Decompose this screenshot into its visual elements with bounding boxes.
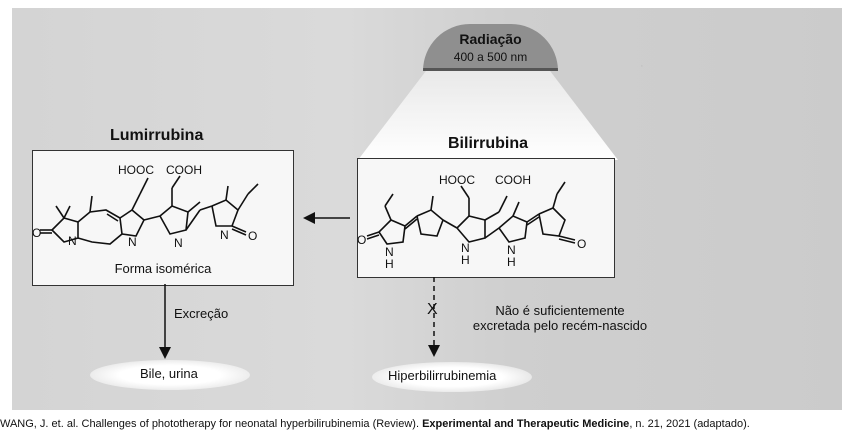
bilirubin-oxygen-right: O: [577, 237, 586, 251]
radiation-range: 400 a 500 nm: [453, 50, 528, 64]
bilirubin-oxygen-left: O: [357, 233, 366, 247]
lumirubin-cooh-label: COOH: [166, 163, 202, 177]
lumirubin-caption: Forma isomérica: [114, 261, 212, 276]
bilirubin-structure-box: [357, 158, 615, 278]
excretion-target: Bile, urina: [140, 366, 198, 381]
bilirubin-nh-a: N: [385, 245, 394, 259]
bilirubin-hooc-label: HOOC: [439, 173, 475, 187]
lumirubin-title: Lumirrubina: [110, 127, 204, 144]
lumirubin-nh-right: N: [220, 228, 229, 242]
lumirubin-structure: HOOC COOH O N N N N O: [32, 163, 259, 250]
citation-post: , n. 21, 2021 (adaptado).: [629, 418, 750, 430]
radiation-lamp: Radiação 400 a 500 nm: [423, 24, 558, 71]
hyperbilirubinemia-glow: [372, 362, 532, 392]
lumirubin-structure-box: Forma isomérica: [32, 150, 294, 286]
bilirubin-structure: HOOC COOH O N H N H N H O: [357, 173, 586, 271]
bile-glow: [90, 360, 250, 390]
bleed-through-text: ·: [640, 60, 644, 72]
lumirubin-n-ring: N: [128, 235, 137, 249]
bilirubin-nh-c: N: [461, 241, 470, 255]
bilirubin-title: Bilirrubina: [448, 135, 529, 152]
excretion-label: Excreção: [174, 306, 229, 321]
lumirubin-oxygen-right: O: [248, 229, 257, 243]
bilirubin-nh-d: N: [507, 243, 516, 257]
lumirubin-hooc-label: HOOC: [118, 163, 154, 177]
hyperbilirubinemia-label: Hiperbilirrubinemia: [388, 368, 497, 383]
bilirubin-h-c: H: [461, 253, 470, 267]
citation-journal: Experimental and Therapeutic Medicine: [422, 418, 630, 430]
bilirubin-h-a: H: [385, 257, 394, 271]
radiation-title: Radiação: [459, 31, 522, 47]
blocked-note: Não é suficientemente excretada pelo rec…: [472, 303, 648, 333]
lumirubin-oxygen-left: O: [32, 226, 41, 240]
lumirubin-nh-left: N: [68, 234, 77, 248]
citation: WANG, J. et. al. Challenges of photother…: [0, 418, 750, 430]
lumirubin-nh-center: N: [174, 236, 183, 250]
citation-pre: WANG, J. et. al. Challenges of photother…: [0, 418, 423, 430]
bilirubin-h-d: H: [507, 255, 516, 269]
blocked-mark: X: [427, 301, 438, 318]
bilirubin-cooh-label: COOH: [495, 173, 531, 187]
